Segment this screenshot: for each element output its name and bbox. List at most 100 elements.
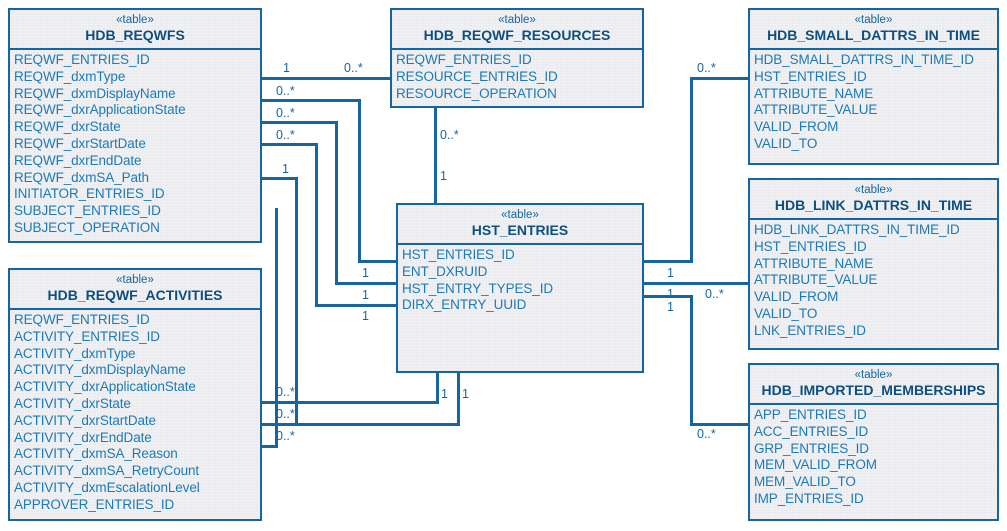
attribute-row: ACC_ENTRIES_ID bbox=[754, 423, 869, 439]
attribute-row: HST_ENTRY_TYPES_ID bbox=[402, 280, 553, 296]
attribute-list: HDB_SMALL_DATTRS_IN_TIME_ID HST_ENTRIES_… bbox=[750, 50, 997, 155]
attribute-row: GRP_ENTRIES_ID bbox=[754, 440, 869, 456]
attribute-row: SUBJECT_ENTRIES_ID bbox=[14, 203, 161, 219]
attribute-row: REQWF_ENTRIES_ID bbox=[396, 52, 532, 67]
multiplicity-label: 1 bbox=[667, 266, 674, 280]
multiplicity-label: 0..* bbox=[276, 128, 295, 142]
attribute-row: REQWF_dxmType bbox=[14, 68, 126, 84]
stereotype-label: «table» bbox=[854, 369, 893, 381]
stereotype-label: «table» bbox=[501, 209, 539, 221]
attribute-row: IMP_ENTRIES_ID bbox=[754, 490, 864, 506]
attribute-row: APP_ENTRIES_ID bbox=[754, 407, 867, 422]
table-header: «table» HST_ENTRIES bbox=[398, 205, 642, 245]
connector-hst-memberships-bot bbox=[690, 423, 748, 426]
connector-hst-small-dattrs-top bbox=[690, 77, 748, 80]
attribute-row: HDB_SMALL_DATTRS_IN_TIME_ID bbox=[754, 52, 974, 67]
attribute-row: VALID_TO bbox=[754, 135, 818, 151]
attribute-row: DIRX_ENTRY_UUID bbox=[402, 297, 527, 313]
table-hdb-reqwfs[interactable]: «table» HDB_REQWFS REQWF_ENTRIES_ID REQW… bbox=[8, 8, 262, 243]
connector-reqwfs-hst-4-top bbox=[260, 177, 298, 180]
table-name: HDB_SMALL_DATTRS_IN_TIME bbox=[767, 27, 980, 43]
attribute-row: APPROVER_ENTRIES_ID bbox=[14, 496, 175, 512]
connector-hst-link-dattrs bbox=[643, 282, 748, 285]
multiplicity-label: 1 bbox=[362, 288, 369, 302]
attribute-row: REQWF_ENTRIES_ID bbox=[14, 52, 150, 67]
connector-activities-hst-3-horz bbox=[260, 445, 278, 448]
stereotype-label: «table» bbox=[854, 184, 893, 196]
attribute-row: ACTIVITY_dxmSA_RetryCount bbox=[14, 463, 200, 479]
attribute-row: HST_ENTRIES_ID bbox=[754, 68, 867, 84]
connector-hst-memberships-vert bbox=[690, 295, 693, 426]
attribute-row: ACTIVITY_ENTRIES_ID bbox=[14, 328, 160, 344]
attribute-row: HST_ENTRIES_ID bbox=[754, 238, 867, 254]
table-name: HDB_REQWF_ACTIVITIES bbox=[47, 287, 223, 303]
table-hdb-imported-memberships[interactable]: «table» HDB_IMPORTED_MEMBERSHIPS APP_ENT… bbox=[748, 363, 999, 521]
connector-reqwfs-hst-3-vert bbox=[315, 143, 318, 307]
connector-hst-memberships-top bbox=[643, 295, 693, 298]
table-header: «table» HDB_REQWF_ACTIVITIES bbox=[10, 270, 260, 310]
connector-hst-activities-1-horz bbox=[260, 401, 439, 404]
attribute-list: REQWF_ENTRIES_ID RESOURCE_ENTRIES_ID RES… bbox=[392, 50, 642, 104]
connector-reqwfs-hst-2-vert bbox=[335, 121, 338, 285]
multiplicity-label: 0..* bbox=[276, 106, 295, 120]
attribute-row: MEM_VALID_TO bbox=[754, 474, 856, 490]
multiplicity-label: 0..* bbox=[276, 429, 295, 443]
multiplicity-label: 0..* bbox=[440, 128, 459, 142]
table-header: «table» HDB_REQWF_RESOURCES bbox=[392, 10, 642, 50]
connector-hst-activities-1-vert bbox=[436, 372, 439, 403]
connector-reqwfs-hst-1-vert bbox=[358, 99, 361, 263]
attribute-row: VALID_TO bbox=[754, 305, 818, 321]
attribute-row: ENT_DXRUID bbox=[402, 263, 488, 279]
stereotype-label: «table» bbox=[116, 14, 154, 26]
connector-reqwfs-hst-2-bot bbox=[335, 282, 398, 285]
attribute-row: ATTRIBUTE_VALUE bbox=[754, 272, 878, 288]
connector-reqwfs-hst-1-bot bbox=[358, 260, 398, 263]
attribute-list: HST_ENTRIES_ID ENT_DXRUID HST_ENTRY_TYPE… bbox=[398, 245, 642, 316]
table-hdb-reqwf-activities[interactable]: «table» HDB_REQWF_ACTIVITIES REQWF_ENTRI… bbox=[8, 268, 262, 521]
attribute-row: VALID_FROM bbox=[754, 119, 839, 135]
attribute-row: LNK_ENTRIES_ID bbox=[754, 322, 866, 338]
table-hdb-link-dattrs-in-time[interactable]: «table» HDB_LINK_DATTRS_IN_TIME HDB_LINK… bbox=[748, 178, 999, 350]
table-header: «table» HDB_LINK_DATTRS_IN_TIME bbox=[750, 180, 997, 220]
attribute-row: ATTRIBUTE_VALUE bbox=[754, 102, 878, 118]
multiplicity-label: 0..* bbox=[276, 84, 295, 98]
connector-reqwfs-hst-1-top bbox=[260, 99, 361, 102]
connector-resources-hst bbox=[434, 108, 437, 203]
attribute-row: ACTIVITY_dxrApplicationState bbox=[14, 379, 196, 395]
connector-reqwfs-hst-3-top bbox=[260, 143, 318, 146]
attribute-row: RESOURCE_ENTRIES_ID bbox=[396, 68, 558, 84]
attribute-row: REQWF_dxrEndDate bbox=[14, 152, 142, 168]
attribute-row: REQWF_dxmDisplayName bbox=[14, 85, 176, 101]
connector-reqwfs-hst-4-bot bbox=[295, 423, 460, 426]
table-header: «table» HDB_IMPORTED_MEMBERSHIPS bbox=[750, 365, 997, 405]
table-name: HDB_IMPORTED_MEMBERSHIPS bbox=[761, 382, 986, 398]
stereotype-label: «table» bbox=[854, 14, 893, 26]
multiplicity-label: 0..* bbox=[276, 385, 295, 399]
connector-activities-hst-3-vert bbox=[275, 208, 278, 446]
multiplicity-label: 1 bbox=[462, 387, 469, 401]
table-header: «table» HDB_SMALL_DATTRS_IN_TIME bbox=[750, 10, 997, 50]
multiplicity-label: 1 bbox=[362, 309, 369, 323]
multiplicity-label: 1 bbox=[362, 266, 369, 280]
connector-reqwfs-resources bbox=[260, 77, 392, 80]
attribute-row: MEM_VALID_FROM bbox=[754, 457, 877, 473]
multiplicity-label: 1 bbox=[283, 61, 290, 75]
table-hst-entries[interactable]: «table» HST_ENTRIES HST_ENTRIES_ID ENT_D… bbox=[396, 203, 644, 373]
attribute-row: HST_ENTRIES_ID bbox=[402, 247, 515, 262]
attribute-row: ACTIVITY_dxmEscalationLevel bbox=[14, 479, 200, 495]
attribute-row: RESOURCE_OPERATION bbox=[396, 85, 557, 101]
attribute-row: REQWF_dxrApplicationState bbox=[14, 102, 186, 118]
connector-hst-small-dattrs-bot bbox=[643, 260, 693, 263]
attribute-row: ATTRIBUTE_NAME bbox=[754, 85, 874, 101]
multiplicity-label: 0..* bbox=[705, 287, 724, 301]
multiplicity-label: 0..* bbox=[344, 61, 363, 75]
attribute-row: REQWF_dxrState bbox=[14, 119, 121, 135]
table-header: «table» HDB_REQWFS bbox=[10, 10, 260, 50]
attribute-row: ACTIVITY_dxrEndDate bbox=[14, 429, 152, 445]
table-hdb-small-dattrs-in-time[interactable]: «table» HDB_SMALL_DATTRS_IN_TIME HDB_SMA… bbox=[748, 8, 999, 165]
multiplicity-label: 0..* bbox=[697, 61, 716, 75]
table-hdb-reqwf-resources[interactable]: «table» HDB_REQWF_RESOURCES REQWF_ENTRIE… bbox=[390, 8, 644, 108]
multiplicity-label: 0..* bbox=[276, 407, 295, 421]
attribute-row: SUBJECT_OPERATION bbox=[14, 219, 160, 235]
